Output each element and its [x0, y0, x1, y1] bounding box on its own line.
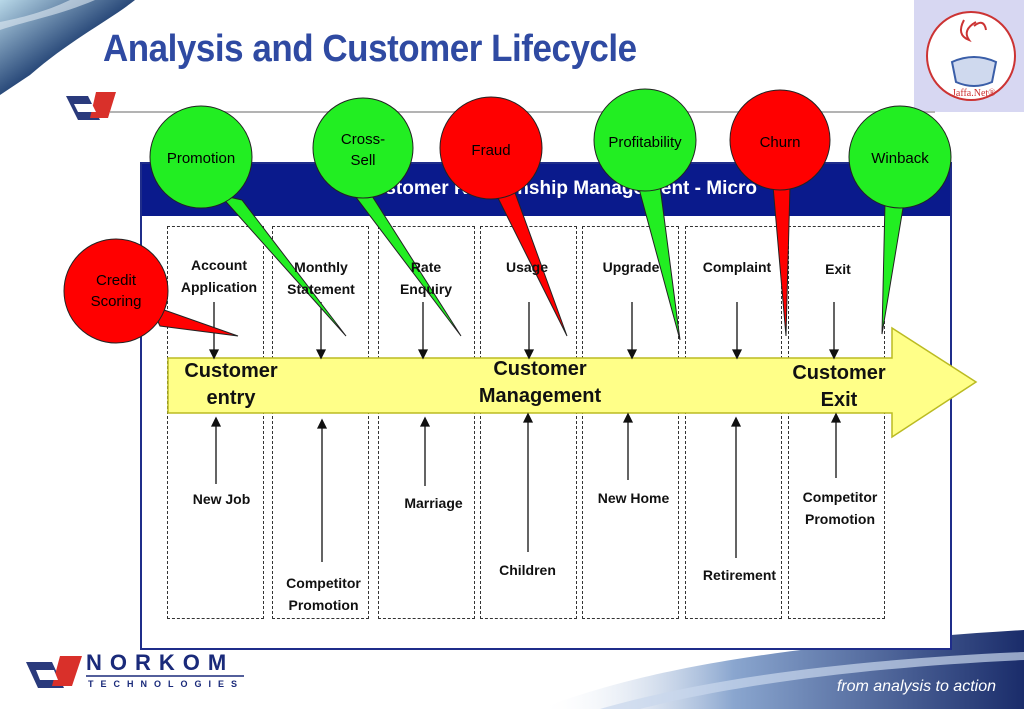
credit-scoring-label: Credit Scoring	[90, 272, 142, 310]
stage-customer-management: Customer Management	[478, 358, 602, 407]
norkom-mark-icon	[66, 92, 116, 120]
cross-sell-label: Cross-Sell	[340, 131, 386, 169]
event-down-arrows	[208, 302, 840, 360]
promotion-label: Promotion	[166, 150, 236, 167]
event-upgrade: Upgrade	[602, 259, 660, 275]
tagline: from analysis to action	[836, 678, 996, 695]
event-competitor-promotion: Competitor Promotion	[286, 575, 361, 613]
stage-column	[685, 226, 782, 619]
event-competitor-promotion: Competitor Promotion	[802, 489, 878, 527]
winback-bubble	[848, 105, 952, 209]
cross-sell-bubble	[312, 97, 414, 199]
promotion-bubble	[149, 105, 253, 209]
event-marriage: Marriage	[404, 495, 463, 511]
stage-column	[167, 226, 264, 619]
brand-subtitle: TECHNOLOGIES	[88, 679, 245, 689]
jaffa-badge-text: Jaffa.Net®	[952, 88, 996, 99]
winback-label: Winback	[871, 150, 929, 167]
churn-label: Churn	[759, 134, 801, 151]
event-new-home: New Home	[597, 490, 670, 506]
event-rate-enquiry: Rate Enquiry	[399, 259, 453, 297]
event-retirement: Retirement	[702, 567, 777, 583]
event-up-arrows	[210, 412, 842, 562]
event-monthly-statement: Monthly Statement	[287, 259, 355, 297]
stage-customer-entry: Customer entry	[184, 360, 278, 409]
jaffa-badge: Jaffa.Net®	[914, 0, 1024, 112]
fraud-label: Fraud	[471, 142, 511, 159]
profitability-label: Profitability	[608, 134, 682, 151]
event-new-job: New Job	[192, 491, 251, 507]
globe-cup-icon	[926, 11, 1016, 101]
event-account-application: Account Application	[180, 257, 258, 295]
event-usage: Usage	[505, 259, 549, 275]
profitability-bubble	[593, 88, 697, 192]
stage-column	[788, 226, 885, 619]
stage-column	[378, 226, 475, 619]
credit-scoring-bubble	[63, 238, 169, 344]
page-title: Analysis and Customer Lifecycle	[103, 28, 637, 70]
stage-column	[582, 226, 679, 619]
lifecycle-arrow	[167, 326, 978, 439]
stage-customer-exit: Customer Exit	[792, 362, 886, 411]
stage-column	[272, 226, 369, 619]
fraud-bubble	[439, 96, 543, 200]
event-complaint: Complaint	[702, 259, 772, 275]
norkom-footer-mark-icon	[26, 656, 82, 688]
brand-name: NORKOM	[86, 650, 235, 675]
churn-bubble	[729, 89, 831, 191]
stage-column	[480, 226, 577, 619]
event-exit: Exit	[825, 261, 851, 277]
event-children: Children	[499, 562, 556, 578]
